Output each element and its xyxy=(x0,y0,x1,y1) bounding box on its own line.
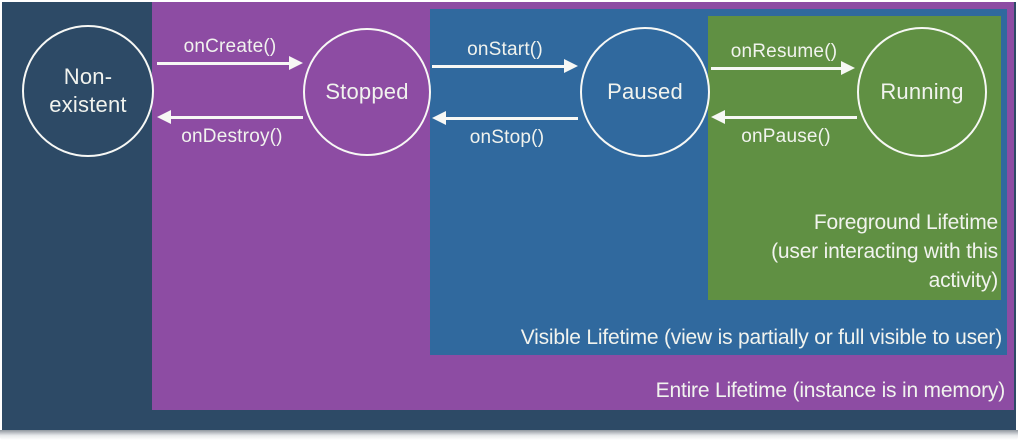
oncreate-label: onCreate() xyxy=(183,36,277,57)
ondestroy-label: onDestroy() xyxy=(181,126,283,147)
onresume-arrow-line xyxy=(711,67,842,70)
visible-lifetime-caption: Visible Lifetime (view is partially or f… xyxy=(520,326,1002,349)
onstart-arrow-head xyxy=(564,59,578,73)
state-circle-non-existent: Non-existent xyxy=(22,25,154,157)
ondestroy-arrow-line xyxy=(170,116,303,119)
oncreate-arrow-line xyxy=(157,62,290,65)
onstop-arrow-line xyxy=(445,117,578,120)
onstart-label: onStart() xyxy=(467,39,543,60)
onstart-arrow-line xyxy=(432,65,565,68)
entire-lifetime-caption: Entire Lifetime (instance is in memory) xyxy=(655,379,1006,402)
onstop-arrow-head xyxy=(432,111,446,125)
state-label-stopped: Stopped xyxy=(325,79,409,104)
oncreate-arrow-head xyxy=(289,56,303,70)
state-circle-stopped: Stopped xyxy=(303,28,431,156)
onpause-arrow-head xyxy=(711,110,725,124)
foreground-lifetime-caption: Foreground Lifetime (user interacting wi… xyxy=(771,211,998,292)
state-label-non-existent: Non-existent xyxy=(49,64,127,117)
state-label-running: Running xyxy=(880,79,964,104)
state-circle-paused: Paused xyxy=(580,27,710,157)
onresume-arrow-head xyxy=(841,61,855,75)
onstop-label: onStop() xyxy=(469,127,545,148)
onresume-label: onResume() xyxy=(730,41,838,62)
ondestroy-arrow-head xyxy=(157,110,171,124)
onpause-label: onPause() xyxy=(741,126,831,147)
slide-bottom-edge xyxy=(0,430,1018,440)
state-circle-running: Running xyxy=(857,27,987,157)
onpause-arrow-line xyxy=(724,116,857,119)
state-label-paused: Paused xyxy=(607,79,683,104)
